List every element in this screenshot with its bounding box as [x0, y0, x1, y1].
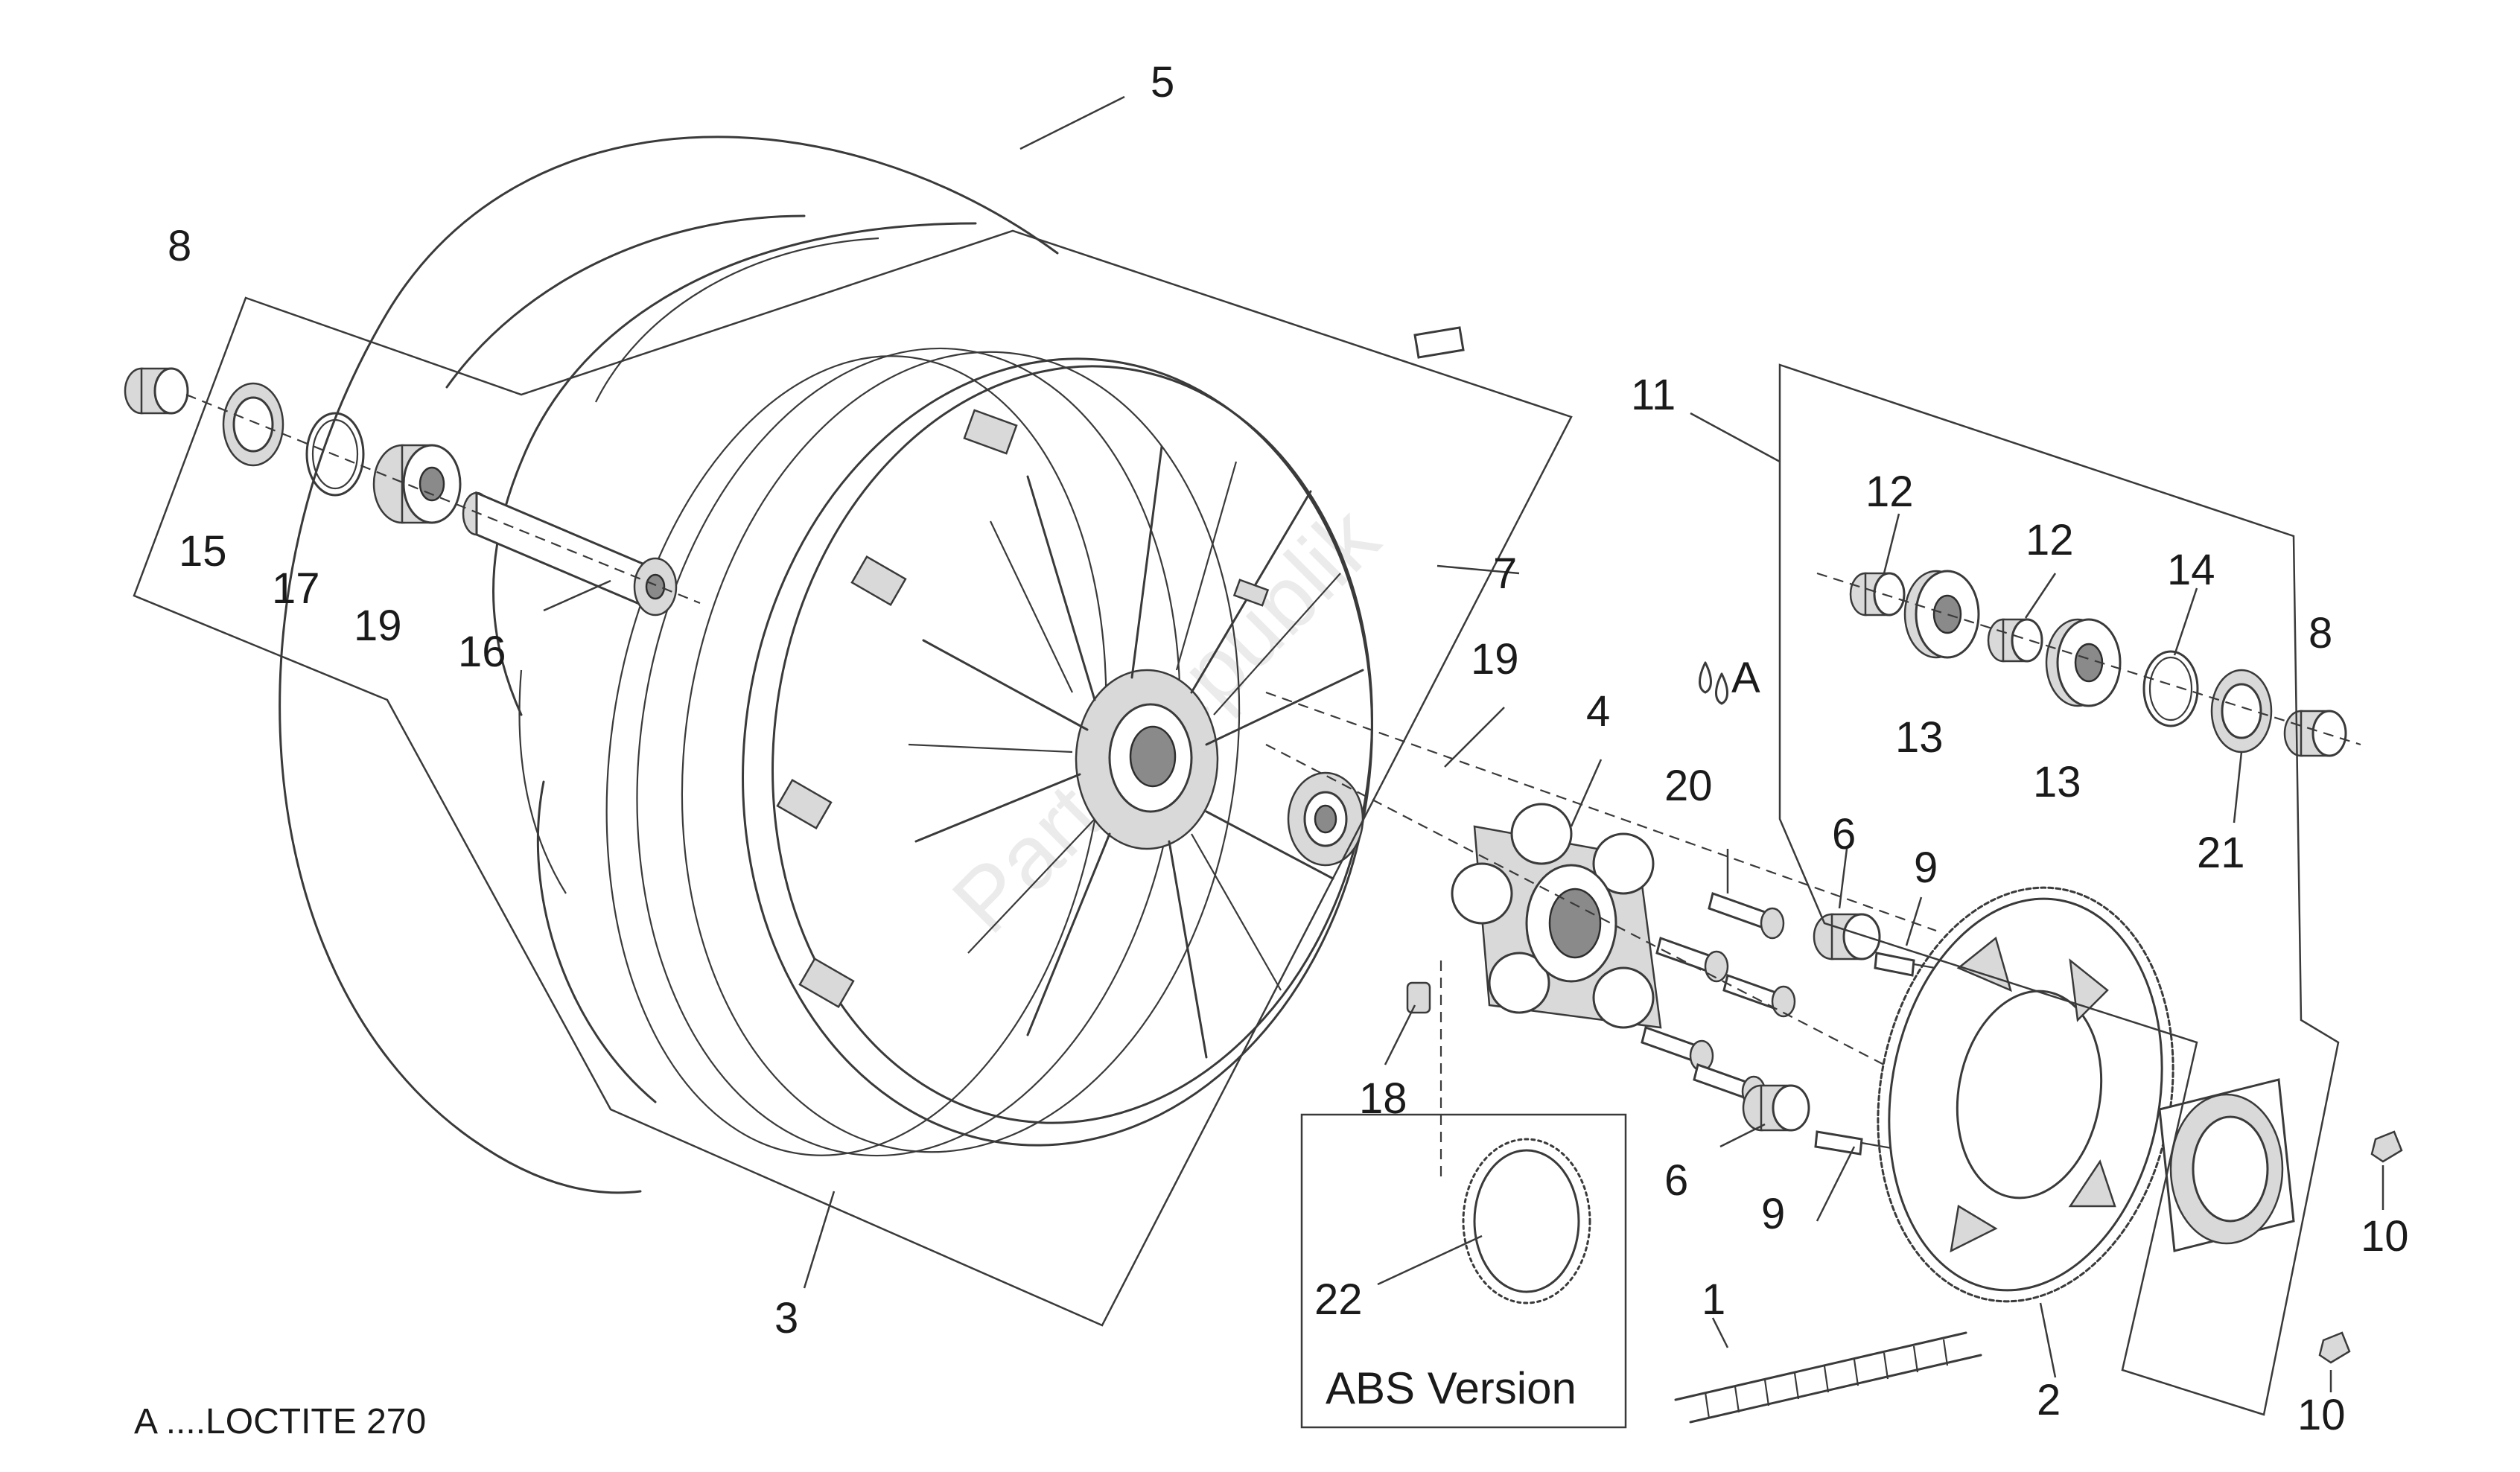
center-parts — [1232, 326, 1944, 1156]
callout-12-right: 12 — [2026, 516, 2074, 564]
loctite-note: A ....LOCTITE 270 — [134, 1402, 426, 1441]
bearing-19-left — [372, 444, 462, 524]
callout-labels: 5 8 15 17 19 16 7 19 3 11 12 12 14 8 13 … — [168, 58, 2409, 1439]
bearing-13-left — [1903, 570, 1980, 659]
callout-14: 14 — [2167, 546, 2215, 594]
callout-13-right: 13 — [2033, 758, 2081, 806]
callout-21: 21 — [2197, 829, 2245, 877]
bolts-20 — [1641, 892, 1796, 1108]
callout-18: 18 — [1359, 1074, 1407, 1123]
callout-9-lower: 9 — [1761, 1190, 1785, 1238]
callout-2: 2 — [2037, 1376, 2061, 1424]
callout-10-upper: 10 — [2361, 1212, 2409, 1261]
callout-17: 17 — [272, 564, 320, 613]
spacer-12-left — [1849, 572, 1906, 616]
pin-18 — [1406, 981, 1431, 1014]
bushing-6-lower — [1742, 1084, 1810, 1132]
bushing-6-upper — [1813, 913, 1881, 960]
spacer-12-right — [1987, 618, 2043, 663]
circlip-17 — [305, 412, 365, 497]
bearing-19-right — [1287, 771, 1364, 867]
rear-sprocket-2 — [1877, 886, 2174, 1303]
callout-10-lower: 10 — [2297, 1391, 2346, 1439]
callout-6-lower: 6 — [1664, 1156, 1688, 1205]
spacer-8-right — [2283, 710, 2347, 757]
callout-4: 4 — [1586, 687, 1610, 736]
abs-version-title: ABS Version — [1326, 1363, 1576, 1413]
abs-version-box: ABS Version — [1300, 1113, 1627, 1429]
callout-13-left: 13 — [1895, 713, 1944, 762]
drive-chain-1 — [1674, 1331, 1982, 1424]
callout-15: 15 — [179, 527, 227, 576]
rear-wheel-rim — [605, 347, 1373, 1157]
callout-A: A — [1731, 654, 1760, 702]
valve-7 — [1232, 326, 1465, 607]
callout-1: 1 — [1702, 1275, 1725, 1324]
nut-10-lower — [2318, 1331, 2351, 1364]
circlip-14 — [2142, 650, 2199, 727]
callout-7: 7 — [1493, 549, 1517, 598]
callout-19-left: 19 — [354, 602, 402, 650]
callout-8-right: 8 — [2309, 609, 2332, 657]
spacer-tube-16 — [462, 491, 678, 616]
cush-drive-hub-4 — [1451, 803, 1662, 1029]
sprocket-carrier-group-frame — [1778, 363, 2340, 1416]
callout-5: 5 — [1151, 58, 1174, 106]
callout-8-left: 8 — [168, 222, 191, 270]
stud-9-upper — [1874, 952, 1915, 977]
callout-20: 20 — [1664, 762, 1713, 810]
nut-10-upper — [2370, 1130, 2403, 1163]
callout-6-upper: 6 — [1832, 810, 1856, 858]
rear-tire — [279, 136, 1059, 1194]
callout-22: 22 — [1314, 1275, 1363, 1324]
bearing-13-right — [2045, 618, 2122, 707]
callout-19-right: 19 — [1471, 635, 1519, 684]
leader-lines — [543, 95, 2384, 1392]
callout-12-left: 12 — [1865, 468, 1914, 516]
callout-3: 3 — [774, 1294, 798, 1342]
wheel-group-frame — [133, 229, 1573, 1327]
right-hub-parts — [1816, 570, 2361, 757]
spacer-8-left — [124, 367, 189, 415]
callout-11: 11 — [1631, 371, 1676, 419]
stud-9-lower — [1814, 1130, 1863, 1156]
callout-16: 16 — [458, 628, 506, 676]
callout-9-upper: 9 — [1914, 844, 1938, 892]
sprocket-flange — [2158, 1078, 2295, 1252]
left-hub-parts — [124, 367, 701, 616]
